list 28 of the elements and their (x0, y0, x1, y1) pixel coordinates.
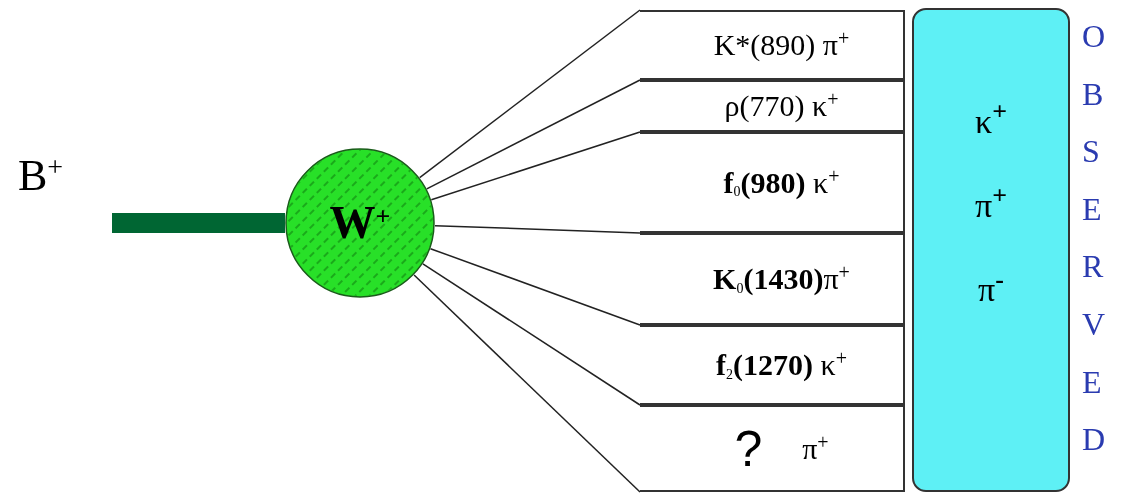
decay-channel-label: f$_{0}$(980) κ$^{+}$ (723, 167, 840, 198)
decay-channel-label: π$^{+}$ (802, 433, 829, 464)
particle-label: π$^{-}$ (978, 273, 1004, 307)
decay-channel-label: f$_{2}$(1270) κ$^{+}$ (716, 350, 847, 380)
decay-channel-label: K*(890) π$^{+}$ (713, 30, 850, 60)
decay-line (434, 224, 641, 234)
particle-label: κ$^{+}$ (975, 105, 1007, 139)
decay-channel-row (640, 132, 905, 233)
decay-channel-label: K$_{0}$(1430)π$^{+}$ (713, 264, 850, 294)
particle-label: W$^{+}$ (329, 200, 391, 246)
decay-channel-row (640, 10, 905, 80)
decay-line (413, 274, 641, 493)
decay-line (426, 79, 641, 190)
decay-channel-label: ? (734, 423, 763, 474)
decay-line (430, 131, 641, 201)
decay-line (418, 9, 641, 179)
decay-channel-row (640, 80, 905, 132)
particle-label: π$^{+}$ (975, 189, 1007, 223)
decay-channel-row (640, 405, 905, 492)
decay-line (422, 263, 641, 406)
decay-channel-row (640, 233, 905, 325)
thick-line (112, 212, 285, 233)
observed-panel (912, 8, 1070, 492)
decay-channel-label: ρ(770) κ$^{+}$ (724, 91, 839, 121)
vertical-label: OBSERVED (1082, 17, 1107, 460)
decay-line (429, 247, 641, 326)
decay-channel-row (640, 325, 905, 405)
particle-label: B$^{+}$ (18, 154, 64, 198)
